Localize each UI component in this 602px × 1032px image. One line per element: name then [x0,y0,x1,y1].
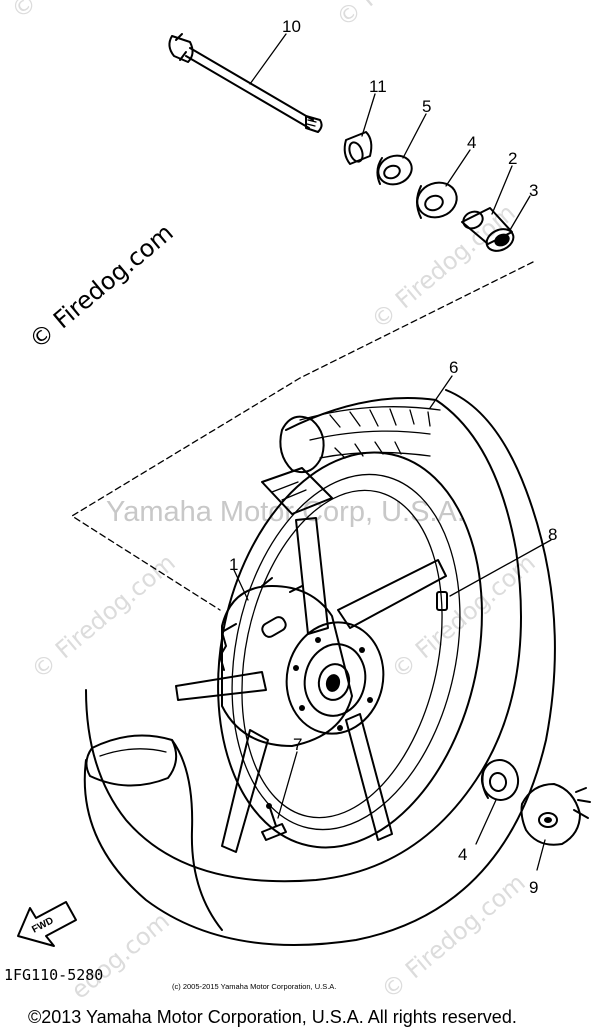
spacer-part [461,207,515,252]
part-code: 1FG110-5280 [4,966,103,984]
callout-3: 3 [529,181,538,200]
leader-lines [233,33,552,871]
rim-part [175,451,483,853]
watermark-text-dark: © Firedog.com [24,218,179,354]
watermark-text: © Firedog.com [376,868,531,1004]
small-copyright: (c) 2005-2015 Yamaha Motor Corporation, … [172,982,336,991]
bearing-part-5 [376,154,413,186]
watermark-text: © Firedog.com [366,198,521,334]
watermark-text: © Firedog.com [26,548,181,684]
gear-unit-part [520,783,591,846]
callout-6: 6 [449,358,458,377]
watermark-text: © Fir [331,0,395,33]
watermark-text: © Fir [6,0,70,25]
watermark-text: edog.com [66,907,175,1005]
tire-part [83,389,556,946]
assembly-line [71,261,534,611]
watermark-yamaha: Yamaha Motor Corp, U.S.A. [106,496,465,528]
callout-5: 5 [422,97,431,116]
callout-1: 1 [229,555,238,574]
callout-2: 2 [508,149,517,168]
callout-labels: 10 11 5 4 2 3 6 8 1 7 4 9 [229,17,557,897]
collar-part [343,131,373,165]
forward-arrow-icon: FWD [17,901,77,947]
callout-11: 11 [369,77,387,96]
axle-part [168,33,323,133]
callout-9: 9 [529,878,538,897]
callout-4-upper: 4 [467,133,476,152]
callout-8: 8 [548,525,557,544]
callout-10: 10 [282,17,301,36]
callout-4-lower: 4 [458,845,467,864]
footer-copyright: ©2013 Yamaha Motor Corporation, U.S.A. A… [28,1007,517,1027]
callout-7: 7 [293,735,302,754]
bearing-part-4-upper [416,181,458,219]
bearing-part-4-lower [480,759,520,801]
